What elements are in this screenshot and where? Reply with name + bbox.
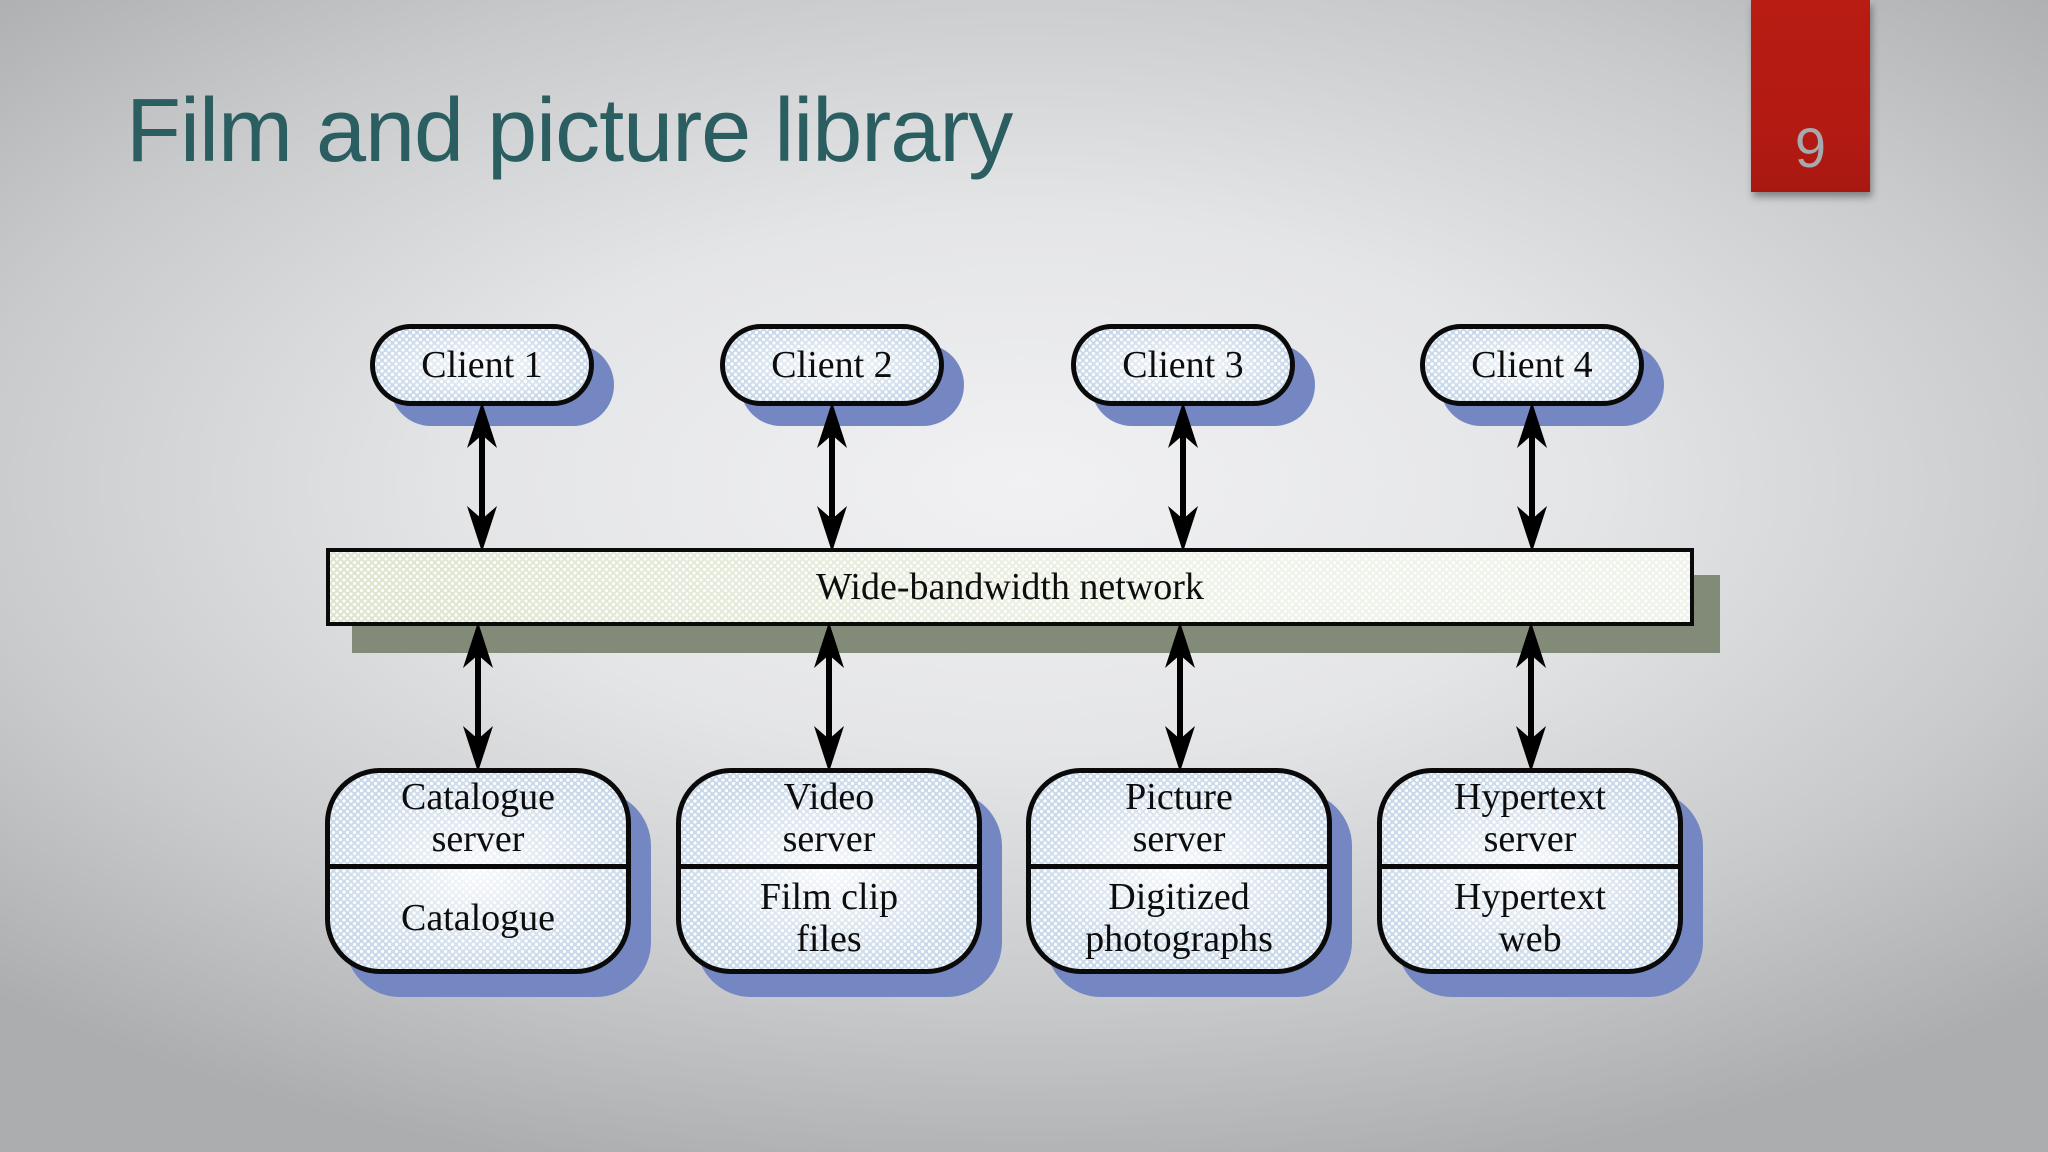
client-4-node: Client 4 [1420, 324, 1644, 406]
page-number-badge: 9 [1751, 0, 1870, 192]
client-2-node: Client 2 [720, 324, 944, 406]
client-1-node: Client 1 [370, 324, 594, 406]
client-4-label: Client 4 [1471, 344, 1593, 386]
client-3-label: Client 3 [1122, 344, 1244, 386]
network-label: Wide-bandwidth network [816, 566, 1204, 608]
arrow-client-3-network-icon [1168, 402, 1198, 552]
picture-server-title: Picture server [1031, 773, 1327, 869]
network-bar: Wide-bandwidth network [326, 548, 1694, 626]
catalogue-server-title: Catalogue server [330, 773, 626, 869]
slide-title: Film and picture library [126, 81, 1013, 181]
video-server-title: Video server [681, 773, 977, 869]
arrow-network-catalogue-server-icon [463, 622, 493, 772]
arrow-client-4-network-icon [1517, 402, 1547, 552]
arrow-network-video-server-icon [814, 622, 844, 772]
catalogue-server-storage: Catalogue [400, 897, 556, 940]
page-number: 9 [1794, 116, 1827, 179]
client-2-label: Client 2 [771, 344, 893, 386]
picture-server-node: Picture server Digitized photographs [1026, 768, 1332, 974]
arrow-client-2-network-icon [817, 402, 847, 552]
hypertext-server-title: Hypertext server [1382, 773, 1678, 869]
picture-server-storage: Digitized photographs [1085, 876, 1273, 960]
client-1-label: Client 1 [421, 344, 543, 386]
client-3-node: Client 3 [1071, 324, 1295, 406]
arrow-network-hypertext-server-icon [1516, 622, 1546, 772]
arrow-client-1-network-icon [467, 402, 497, 552]
catalogue-server-node: Catalogue server Catalogue [325, 768, 631, 974]
video-server-storage: Film clip files [759, 876, 899, 960]
arrow-network-picture-server-icon [1165, 622, 1195, 772]
hypertext-server-storage: Hypertext web [1454, 876, 1606, 960]
video-server-node: Video server Film clip files [676, 768, 982, 974]
hypertext-server-node: Hypertext server Hypertext web [1377, 768, 1683, 974]
